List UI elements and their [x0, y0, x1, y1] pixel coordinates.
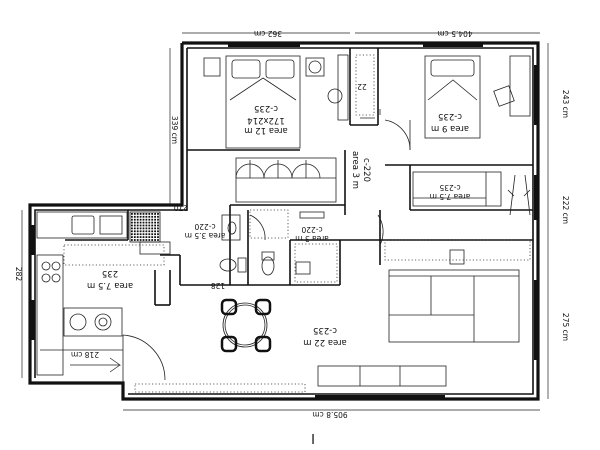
dim-entry: 218 cm	[71, 350, 99, 359]
label-270: 270	[174, 203, 189, 212]
living-height: c-235	[313, 325, 337, 335]
small-bedroom-area: area 9 m	[431, 123, 469, 133]
main-bedroom-size: 172x214	[247, 115, 284, 125]
kitchen-grid-tile	[131, 213, 159, 241]
small-bedroom-height: c-235	[438, 111, 462, 121]
north-mark: I	[311, 433, 315, 448]
room-labels: area 12 m 172x214 c-235 area 9 m c-235 c…	[87, 103, 470, 347]
dimension-labels: 362 cm 404.5 cm 905.8 cm 243 cm 222 cm 2…	[14, 29, 570, 419]
dim-left-bedroom: 339 cm	[170, 116, 179, 144]
bath-one-area: area 3.5 m	[185, 231, 226, 240]
small-bed	[424, 55, 531, 139]
misc-labels: 270 128 22 I	[174, 82, 367, 448]
dim-top-left: 362 cm	[254, 29, 282, 38]
windows	[31, 44, 538, 399]
dining-set	[220, 298, 272, 353]
dim-right-middle: 222 cm	[561, 196, 570, 224]
interior-walls	[65, 48, 533, 306]
main-bed	[203, 55, 343, 149]
living-area: area 22 m	[303, 337, 346, 347]
dim-right-top: 243 cm	[561, 90, 570, 118]
dimension-lines	[21, 32, 549, 411]
dim-bottom: 905.8 cm	[312, 410, 347, 419]
main-bedroom-height: c-235	[254, 103, 278, 113]
outer-walls	[28, 41, 540, 401]
bathrooms	[219, 209, 338, 283]
label-22: 22	[357, 82, 367, 91]
bath-two-area: area 3 m	[295, 234, 329, 243]
study-furniture	[384, 171, 531, 265]
study-height: c-235	[439, 183, 460, 192]
kitchen-area: area 7.5 m	[87, 280, 133, 290]
dim-left-kitchen: 282	[14, 267, 23, 282]
wardrobe	[235, 157, 337, 203]
hall-height: c-220	[361, 158, 371, 182]
bath-one-height: c-220	[194, 222, 215, 231]
dim-right-bottom: 275 cm	[561, 313, 570, 341]
hall-area: area 3 m	[350, 151, 360, 189]
living-furniture	[134, 269, 520, 393]
kitchen	[36, 211, 171, 376]
label-128: 128	[211, 281, 226, 290]
main-bedroom-closet	[337, 54, 381, 121]
doors	[122, 119, 531, 383]
kitchen-height: 235	[102, 268, 118, 278]
study-area: area 7.5 m	[430, 192, 471, 201]
bath-two-height: c-220	[301, 225, 322, 234]
main-bedroom-area: area 12 m	[244, 125, 287, 135]
dim-top-right: 404.5 cm	[437, 29, 472, 38]
